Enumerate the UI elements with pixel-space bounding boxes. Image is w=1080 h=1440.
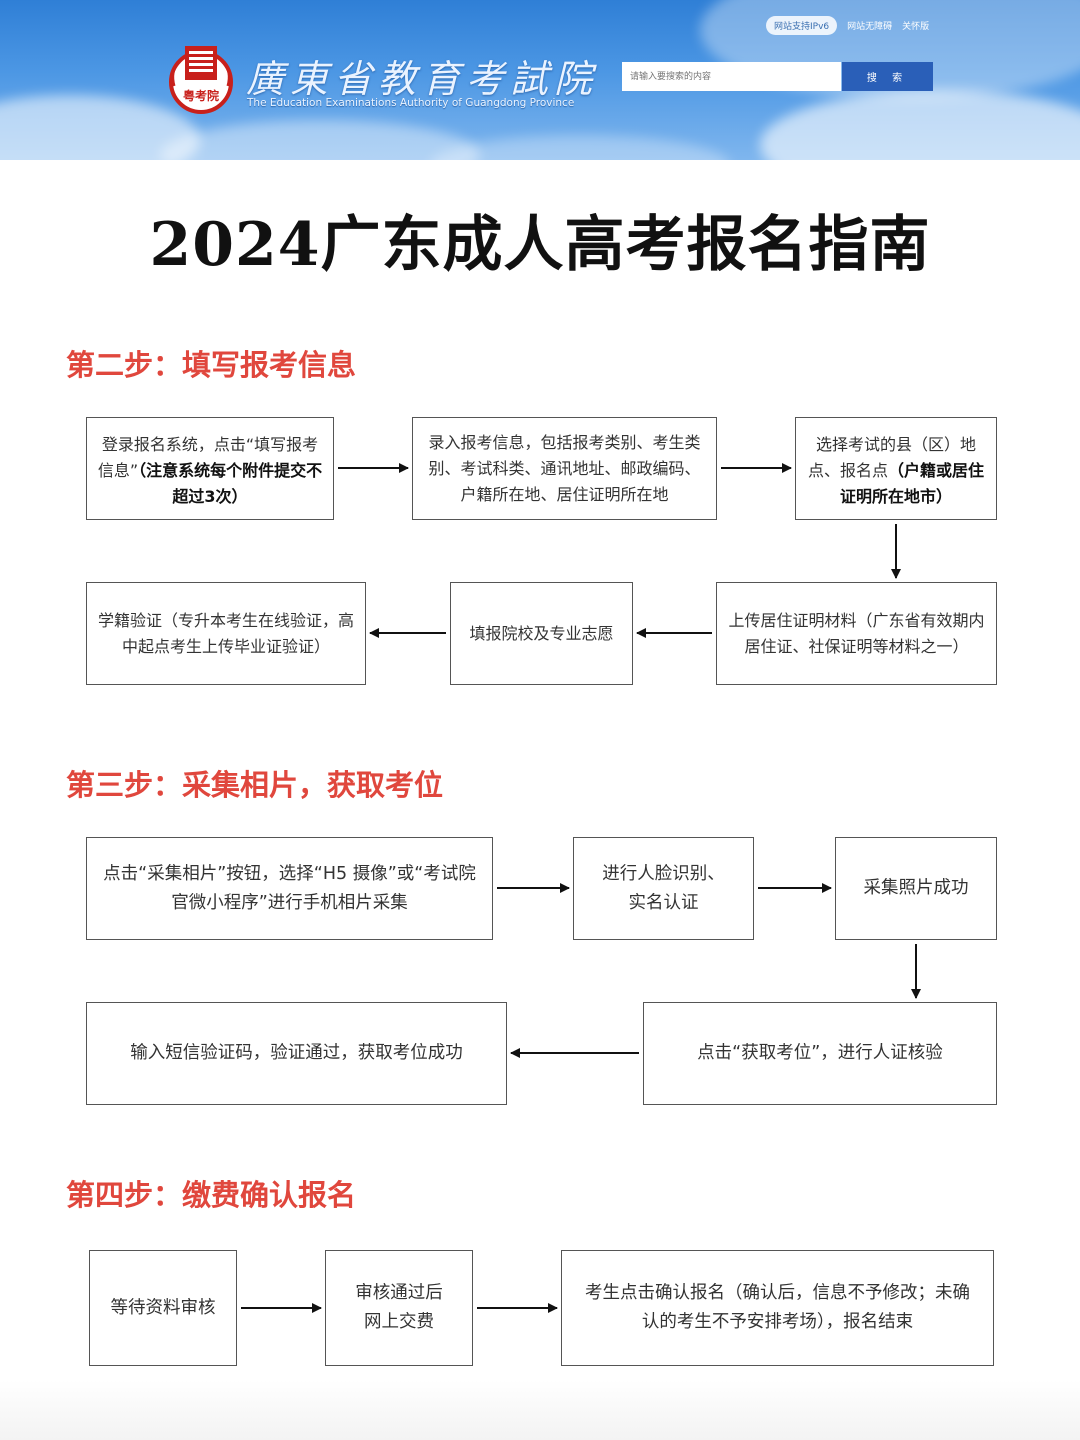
bottom-fade: [0, 1380, 1080, 1440]
